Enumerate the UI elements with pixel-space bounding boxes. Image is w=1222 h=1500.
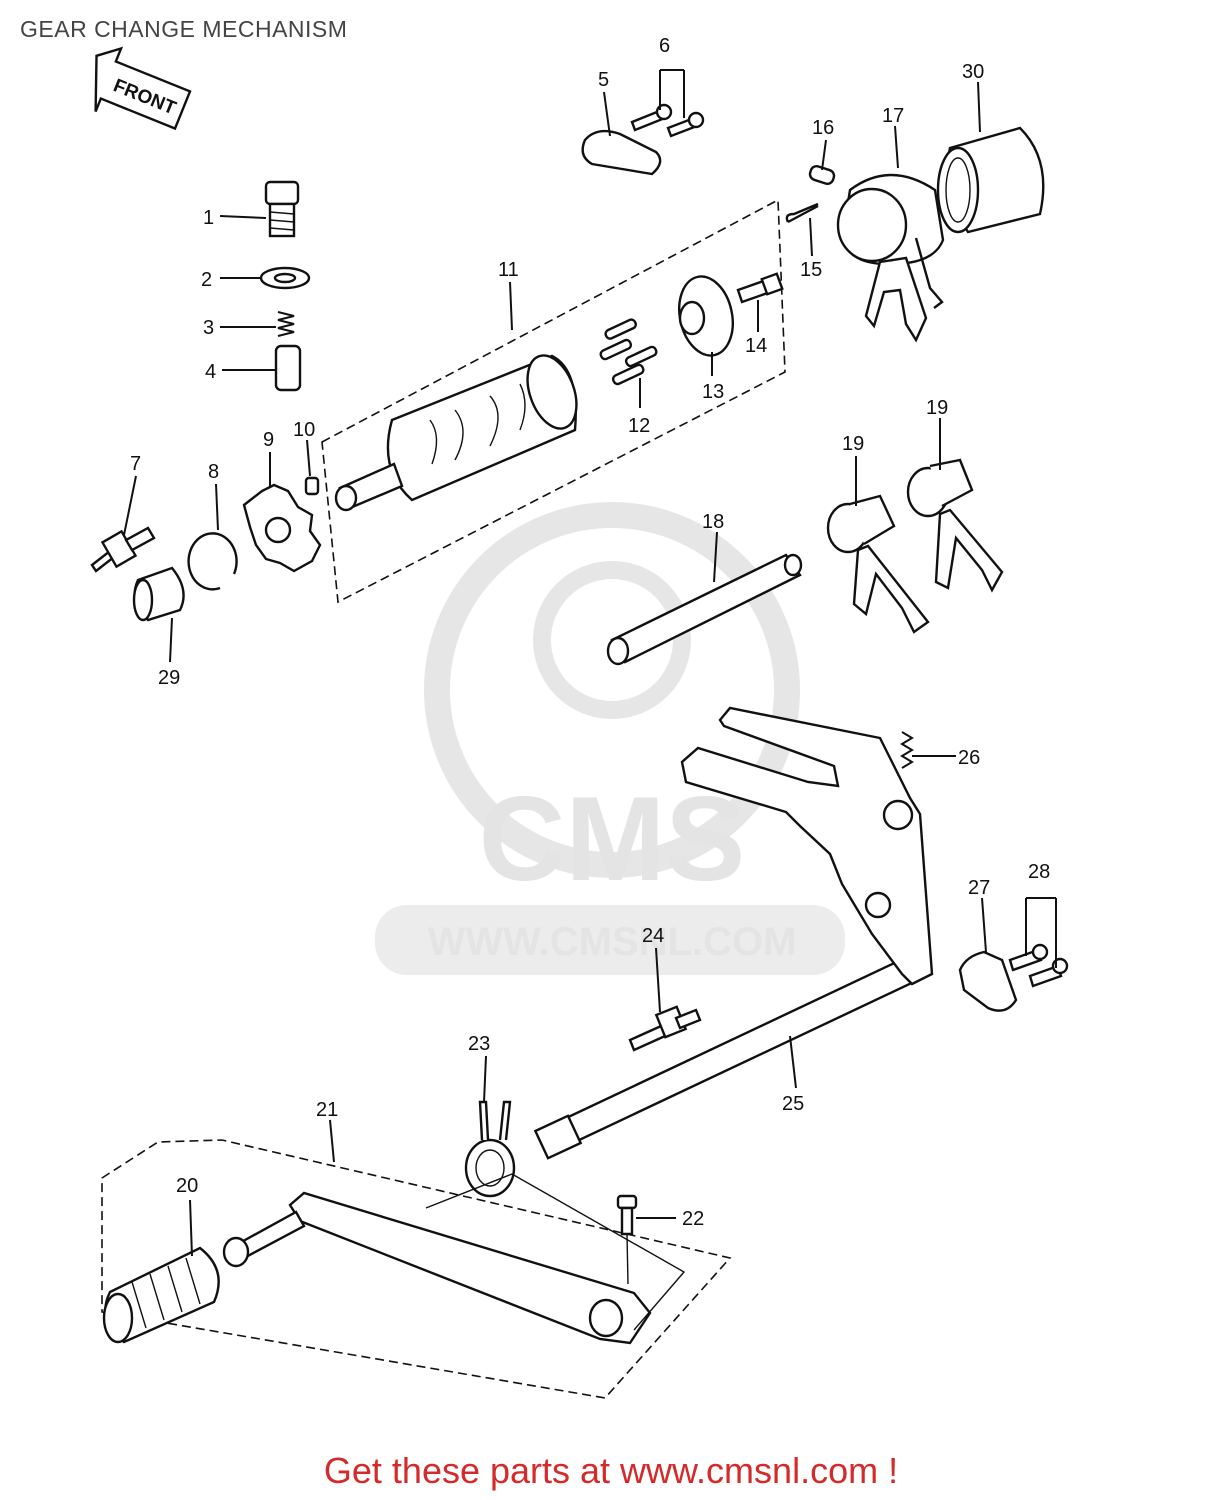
leader-lines xyxy=(123,69,1057,1331)
part-26-spring xyxy=(900,731,914,769)
part-22-bolt xyxy=(616,1194,638,1236)
callout-8: 8 xyxy=(208,461,219,483)
callout-25: 25 xyxy=(782,1093,804,1115)
part-8-circlip xyxy=(187,532,238,591)
part-19-shift-fork-b xyxy=(906,458,1004,593)
part-25-shift-shaft xyxy=(533,706,934,1160)
part-11-shift-drum xyxy=(334,354,578,512)
callout-19a: 19 xyxy=(842,433,864,455)
part-15-cotter-pin xyxy=(785,202,819,224)
callout-11: 11 xyxy=(498,259,519,281)
callout-24: 24 xyxy=(642,925,664,947)
callout-23: 23 xyxy=(468,1033,490,1055)
part-16-pin xyxy=(808,164,836,186)
part-27-plate xyxy=(958,950,1018,1012)
part-6-screws xyxy=(630,103,705,138)
callout-9: 9 xyxy=(263,429,274,451)
exploded-parts-diagram: CMS WWW.CMSNL.COM FRONT xyxy=(90,35,1069,1399)
callout-13: 13 xyxy=(702,381,724,403)
callout-21: 21 xyxy=(316,1099,338,1121)
diagram-title: GEAR CHANGE MECHANISM xyxy=(20,16,348,42)
part-28-screws xyxy=(1008,943,1069,988)
callout-22: 22 xyxy=(682,1208,704,1230)
watermark-url: WWW.CMSNL.COM xyxy=(428,920,797,964)
part-29-needle-bearing xyxy=(132,566,185,622)
callout-26: 26 xyxy=(958,747,980,769)
part-5-plate xyxy=(581,129,662,176)
watermark-brand: CMS xyxy=(479,772,746,906)
callout-20: 20 xyxy=(176,1175,198,1197)
callout-6: 6 xyxy=(659,35,670,57)
callout-18: 18 xyxy=(702,511,724,533)
part-7-neutral-switch xyxy=(90,526,156,573)
part-3-spring xyxy=(277,311,295,337)
callout-15: 15 xyxy=(800,259,822,281)
part-23-return-spring xyxy=(464,1100,516,1198)
callout-10: 10 xyxy=(293,419,315,441)
callout-numbers: 1 2 3 4 5 6 7 8 9 10 11 12 13 14 15 16 1… xyxy=(130,35,1050,1230)
part-14-bolt xyxy=(736,272,784,304)
part-18-shift-rod xyxy=(606,553,803,666)
part-24-stud xyxy=(628,1005,702,1052)
part-17-shift-fork xyxy=(836,173,945,343)
part-19-shift-fork-a xyxy=(826,494,930,634)
callout-12: 12 xyxy=(628,415,650,437)
front-arrow-icon: FRONT xyxy=(94,46,192,131)
callout-29: 29 xyxy=(158,667,180,689)
shift-drum-assembly-outline xyxy=(321,198,786,604)
callout-19b: 19 xyxy=(926,397,948,419)
callout-30: 30 xyxy=(962,61,984,83)
callout-14: 14 xyxy=(745,335,767,357)
footer-link[interactable]: Get these parts at www.cmsnl.com ! xyxy=(323,1450,899,1491)
shift-pedal-assembly-outline xyxy=(101,1139,732,1399)
part-20-pedal-rubber xyxy=(102,1246,220,1344)
callout-7: 7 xyxy=(130,453,141,475)
part-10-pin xyxy=(304,476,320,496)
part-2-washer xyxy=(259,266,311,290)
callout-16: 16 xyxy=(812,117,834,139)
callout-28: 28 xyxy=(1028,861,1050,883)
callout-1: 1 xyxy=(203,207,214,229)
part-13-cam xyxy=(678,275,734,357)
callout-2: 2 xyxy=(201,269,212,291)
callout-3: 3 xyxy=(203,317,214,339)
part-4-plunger xyxy=(274,344,302,392)
callout-5: 5 xyxy=(598,69,609,91)
part-21-shift-pedal xyxy=(222,1191,652,1345)
cms-watermark: CMS WWW.CMSNL.COM xyxy=(375,502,845,975)
callout-17: 17 xyxy=(882,105,904,127)
callout-4: 4 xyxy=(205,361,216,383)
part-1-plug-bolt xyxy=(264,180,300,238)
part-12-pins xyxy=(599,318,658,386)
callout-27: 27 xyxy=(968,877,990,899)
part-30-needle-bearing xyxy=(936,126,1045,234)
